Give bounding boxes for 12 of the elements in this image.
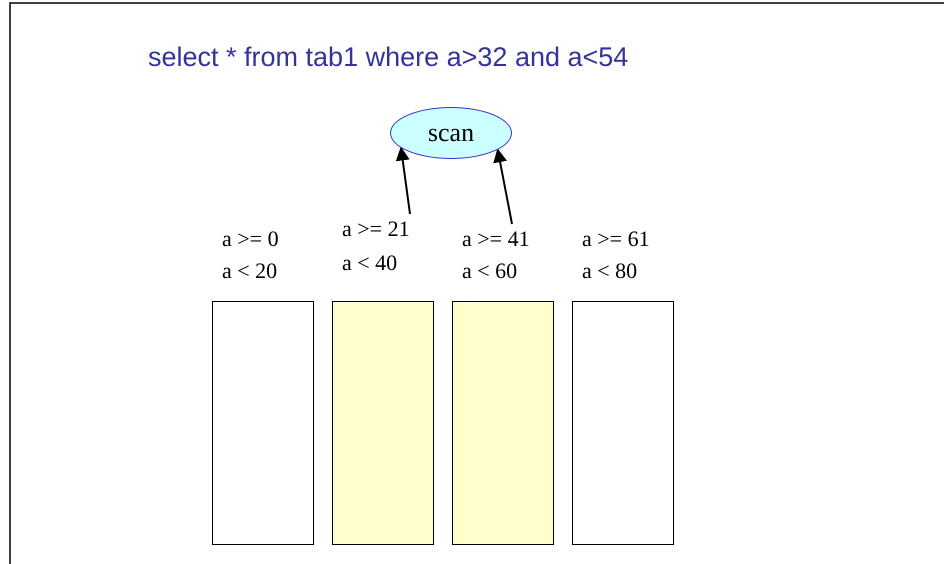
arrow (396, 146, 411, 214)
arrow (493, 148, 513, 224)
range-label: a < 60 (462, 258, 518, 284)
range-label: a >= 21 (342, 216, 410, 242)
range-label: a < 40 (342, 250, 398, 276)
range-label: a < 80 (582, 258, 638, 284)
range-label: a < 20 (222, 258, 278, 284)
range-label: a >= 41 (462, 226, 530, 252)
query-title: select * from tab1 where a>32 and a<54 (148, 42, 628, 73)
range-label: a >= 0 (222, 226, 279, 252)
range-label: a >= 61 (582, 226, 650, 252)
scan-ellipse: scan (390, 107, 512, 159)
